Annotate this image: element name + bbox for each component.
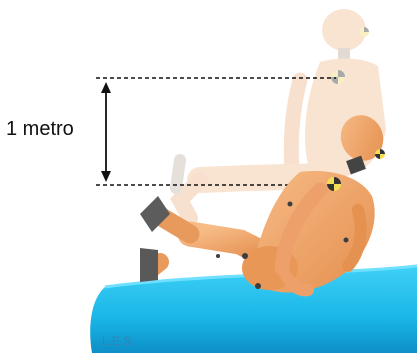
calibration-target-icon (359, 27, 369, 37)
measurement-label: 1 metro (6, 118, 74, 141)
arrow-double-icon (101, 82, 111, 182)
calibration-target-icon (375, 149, 385, 159)
calibration-target-icon (331, 70, 345, 84)
credit-text: L.E.S. (102, 334, 135, 348)
calibration-target-icon (327, 177, 341, 191)
